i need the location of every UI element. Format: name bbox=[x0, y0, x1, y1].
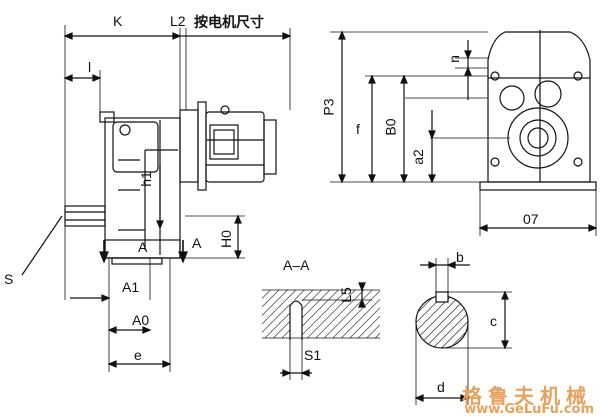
bolt-circle bbox=[119, 124, 131, 136]
label-A1: A1 bbox=[122, 279, 140, 295]
motor-adapter-flange bbox=[179, 109, 199, 183]
gearbox-top-lug bbox=[99, 111, 115, 123]
watermark-url: www.GeLuFu.com bbox=[464, 402, 594, 417]
label-b: b bbox=[456, 249, 464, 265]
label-f: f bbox=[356, 121, 360, 137]
shaft-key bbox=[435, 291, 449, 303]
label-S: S bbox=[4, 271, 14, 287]
watermark-cn: 格鲁夫机械 bbox=[462, 384, 592, 408]
label-07: 07 bbox=[523, 211, 539, 227]
gear-circle-right bbox=[534, 80, 562, 108]
label-e: e bbox=[134, 347, 142, 363]
label-a2: a2 bbox=[409, 149, 426, 165]
label-section: A–A bbox=[283, 257, 310, 273]
gearbox-upper-housing bbox=[112, 121, 159, 173]
label-A-left: A bbox=[138, 239, 148, 255]
label-A-right: A bbox=[192, 235, 202, 251]
gearbox-body bbox=[104, 117, 181, 259]
motor-body bbox=[205, 111, 265, 183]
output-shaft bbox=[64, 205, 106, 227]
terminal-box bbox=[209, 124, 239, 160]
front-view bbox=[330, 30, 598, 236]
gearbox-base bbox=[111, 257, 163, 265]
output-circle-inner bbox=[519, 119, 557, 157]
label-K: K bbox=[113, 13, 123, 29]
label-A0: A0 bbox=[132, 312, 150, 328]
front-housing-top bbox=[487, 31, 591, 78]
label-P3: P3 bbox=[320, 98, 337, 116]
side-view bbox=[21, 25, 292, 372]
front-housing-body bbox=[487, 77, 591, 183]
label-L2: L2 bbox=[170, 13, 186, 29]
leader-S bbox=[21, 215, 63, 276]
motor-flange bbox=[197, 101, 207, 191]
label-c: c bbox=[490, 313, 497, 329]
label-B0: B0 bbox=[382, 118, 399, 136]
label-motor-note: 按电机尺寸 bbox=[194, 14, 264, 30]
output-circle-outer bbox=[507, 107, 569, 169]
front-housing-foot bbox=[479, 181, 597, 191]
lifting-eye bbox=[220, 105, 230, 115]
label-S1: S1 bbox=[304, 347, 322, 363]
label-h1: h1 bbox=[137, 171, 154, 187]
label-d: d bbox=[437, 379, 445, 395]
label-l: l bbox=[88, 59, 92, 75]
gear-circle-left bbox=[499, 85, 525, 111]
shaft-section bbox=[414, 258, 512, 405]
label-L5: L5 bbox=[337, 287, 354, 303]
section-aa bbox=[262, 282, 380, 380]
label-H0: H0 bbox=[217, 230, 234, 248]
motor-end-cap bbox=[263, 119, 277, 175]
shaft-circle bbox=[415, 295, 469, 349]
label-n: n bbox=[445, 55, 462, 63]
